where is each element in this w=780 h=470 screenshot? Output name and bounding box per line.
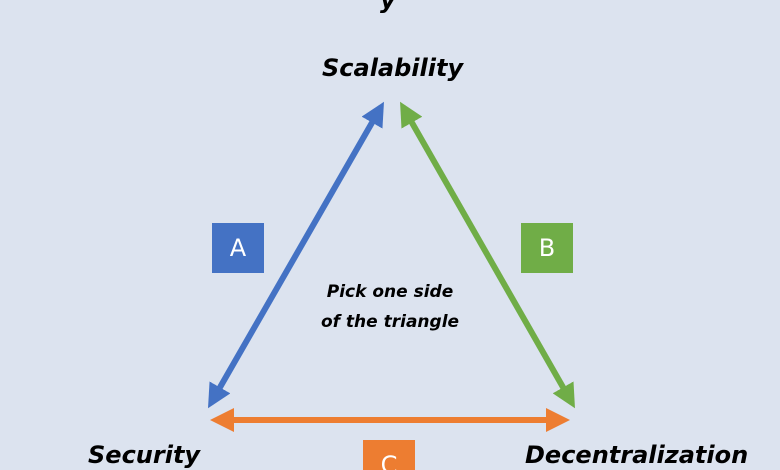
vertex-security: Security bbox=[88, 441, 201, 469]
side-b-arrow bbox=[400, 101, 575, 409]
side-a-badge: A bbox=[212, 223, 264, 273]
side-c-badge: C bbox=[363, 440, 415, 470]
center-note-line-1: Pick one side bbox=[326, 282, 454, 302]
center-note: Pick one side of the triangle bbox=[300, 277, 480, 337]
center-note-line-2: of the triangle bbox=[320, 312, 460, 332]
side-b-badge: B bbox=[521, 223, 573, 273]
vertex-decentralization: Decentralization bbox=[525, 441, 749, 469]
vertex-scalability: Scalability bbox=[322, 54, 464, 82]
cropped-title: y bbox=[380, 0, 396, 14]
side-a-arrow bbox=[208, 101, 384, 409]
